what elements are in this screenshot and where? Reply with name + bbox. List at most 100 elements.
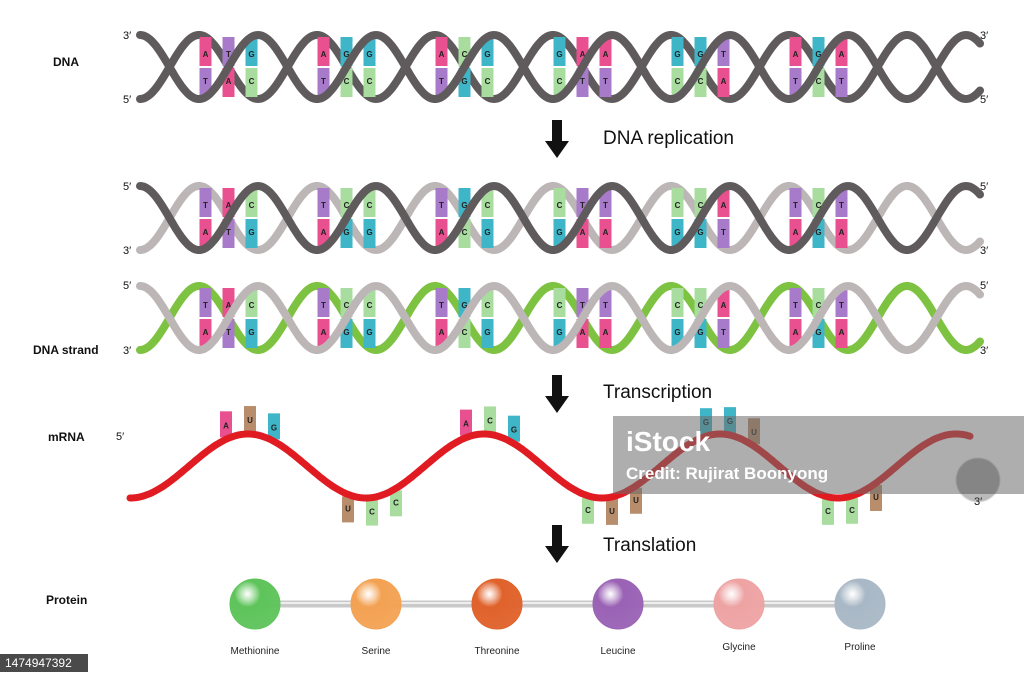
- amino-acid-label: Methionine: [231, 646, 280, 657]
- rep2-backbone-a: [136, 281, 984, 354]
- base-letter: C: [675, 77, 681, 86]
- base-letter: T: [580, 77, 585, 86]
- base-A: [835, 319, 848, 348]
- base-pair: TA: [789, 188, 802, 248]
- base-letter: U: [633, 496, 639, 505]
- base-letter: C: [557, 77, 563, 86]
- mrna-backbone: [126, 430, 974, 502]
- replication-step-label: DNA replication: [603, 128, 734, 149]
- transcription-arrow-icon: [545, 375, 569, 413]
- base-letter: G: [674, 328, 680, 337]
- base-letter: C: [585, 506, 591, 515]
- base-letter: G: [461, 301, 467, 310]
- base-pair: AT: [599, 37, 612, 97]
- base-letter: G: [815, 50, 821, 59]
- base-letter: G: [674, 228, 680, 237]
- base-G: [363, 219, 376, 248]
- base-letter: C: [367, 201, 373, 210]
- base-letter: C: [487, 416, 493, 425]
- base-letter: T: [226, 50, 231, 59]
- watermark-credit: Credit: Rujirat Boonyong: [626, 464, 828, 483]
- base-letter: T: [439, 201, 444, 210]
- base-C: [363, 68, 376, 97]
- base-T: [199, 188, 212, 217]
- base-letter: T: [439, 77, 444, 86]
- base-letter: C: [369, 508, 375, 517]
- base-pair: TA: [599, 188, 612, 248]
- base-letter: A: [839, 50, 845, 59]
- base-letter: G: [556, 50, 562, 59]
- base-letter: T: [839, 77, 844, 86]
- base-C: [671, 188, 684, 217]
- base-letter: A: [321, 50, 327, 59]
- base-pair: GC: [363, 37, 376, 97]
- base-letter: G: [366, 50, 372, 59]
- base-letter: A: [226, 301, 232, 310]
- base-letter: A: [439, 50, 445, 59]
- base-letter: T: [226, 328, 231, 337]
- rep1-backbone-a: [136, 181, 984, 254]
- base-pair: TA: [835, 188, 848, 248]
- base-letter: A: [721, 201, 727, 210]
- base-T: [199, 288, 212, 317]
- base-letter: A: [793, 50, 799, 59]
- base-letter: A: [721, 301, 727, 310]
- amino-acid: Leucine: [592, 578, 644, 657]
- base-T: [789, 288, 802, 317]
- base-letter: A: [793, 328, 799, 337]
- dna-label: DNA: [53, 55, 79, 69]
- base-pair: CG: [671, 288, 684, 348]
- base-letter: T: [203, 77, 208, 86]
- base-letter: A: [439, 328, 445, 337]
- dna-strand-label: DNA strand: [33, 343, 99, 357]
- base-letter: C: [557, 201, 563, 210]
- base-pair: CG: [245, 188, 258, 248]
- translation-arrow-icon: [545, 525, 569, 563]
- base-letter: C: [462, 228, 468, 237]
- base-U: [342, 496, 354, 523]
- base-pair: TA: [199, 288, 212, 348]
- mrna-left-end: 5′: [116, 431, 124, 443]
- base-letter: T: [203, 201, 208, 210]
- amino-acid-sphere: [229, 578, 281, 630]
- base-letter: C: [816, 77, 822, 86]
- base-letter: T: [580, 201, 585, 210]
- base-letter: G: [271, 423, 277, 432]
- base-T: [717, 319, 730, 348]
- base-letter: A: [580, 328, 586, 337]
- translation-step-label: Translation: [603, 535, 696, 556]
- amino-acid-label: Proline: [844, 642, 876, 653]
- amino-acid-label: Glycine: [722, 642, 756, 653]
- watermark: iStock Credit: Rujirat Boonyong: [613, 416, 1024, 502]
- rep2-right-top-end: 5′: [980, 280, 988, 292]
- base-A: [835, 219, 848, 248]
- base-A: [317, 37, 330, 66]
- base-T: [317, 188, 330, 217]
- rep1-right-top-end: 5′: [980, 181, 988, 193]
- base-A: [199, 37, 212, 66]
- base-letter: U: [873, 493, 879, 502]
- base-pair: AT: [317, 37, 330, 97]
- base-letter: T: [721, 50, 726, 59]
- rep1-right-bottom-end: 3′: [980, 245, 988, 257]
- base-G: [508, 415, 520, 442]
- base-pair: TA: [835, 288, 848, 348]
- base-letter: U: [609, 507, 615, 516]
- amino-acid-sphere: [471, 578, 523, 630]
- image-id-badge: 1474947392: [0, 654, 88, 672]
- base-pair: TA: [435, 188, 448, 248]
- base-C: [553, 188, 566, 217]
- base-letter: A: [839, 328, 845, 337]
- rep2-left-bottom-end: 3′: [123, 345, 131, 357]
- base-letter: A: [321, 328, 327, 337]
- base-T: [599, 68, 612, 97]
- base-G: [245, 319, 258, 348]
- base-G: [553, 37, 566, 66]
- base-letter: C: [367, 77, 373, 86]
- base-pair: TA: [317, 188, 330, 248]
- base-pair: GC: [553, 37, 566, 97]
- base-letter: C: [485, 301, 491, 310]
